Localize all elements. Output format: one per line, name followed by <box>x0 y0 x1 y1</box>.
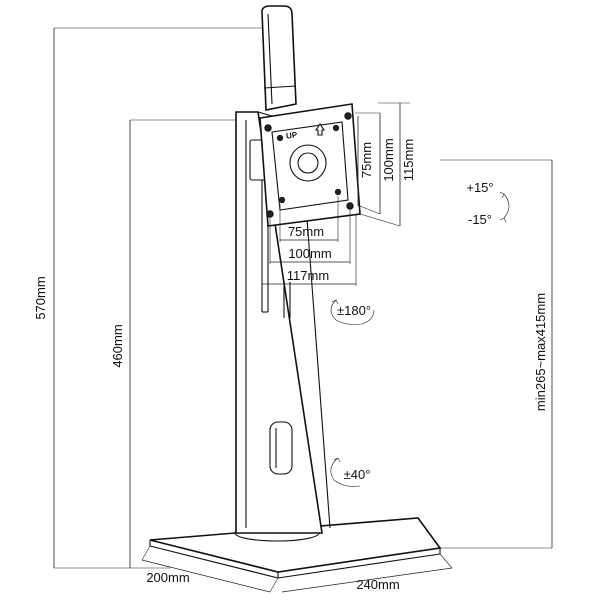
tilt-down-label: -15° <box>468 212 492 227</box>
base-width-label: 240mm <box>356 577 399 592</box>
stand-top-arm <box>261 5 297 111</box>
vesa-100-vertical-label: 100mm <box>381 138 396 181</box>
rotate-label: ±180° <box>337 303 371 318</box>
swivel-annotation: ±40° <box>330 457 371 487</box>
base-depth-label: 200mm <box>146 570 189 585</box>
vesa-75-horizontal-label: 75mm <box>288 224 324 239</box>
dim-pole-height: 460mm <box>110 120 131 568</box>
dim-vesa-vertical: 75mm 100mm 115mm <box>357 103 416 227</box>
vesa-75-vertical-label: 75mm <box>359 142 374 178</box>
up-mark: UP <box>286 130 299 141</box>
plate-width-label: 117mm <box>287 268 329 283</box>
dim-total-height: 570mm <box>33 28 55 568</box>
rotate-arrow-icon <box>330 299 375 325</box>
swivel-arrow-icon <box>330 457 361 487</box>
pole-height-label: 460mm <box>110 324 125 367</box>
extension-lines <box>54 27 552 569</box>
dim-base-width: 240mm <box>281 553 453 593</box>
tilt-up-label: +15° <box>466 180 493 195</box>
vesa-100-horizontal-label: 100mm <box>288 246 331 261</box>
swivel-label: ±40° <box>344 467 371 482</box>
dim-height-range: min265~max415mm <box>533 160 553 548</box>
dim-base-depth: 200mm <box>141 545 279 593</box>
rotate-annotation: ±180° <box>330 299 375 325</box>
vesa-plate: UP <box>259 103 361 227</box>
total-height-label: 570mm <box>33 276 48 319</box>
up-arrow-icon <box>314 123 326 136</box>
height-range-label: min265~max415mm <box>533 293 548 411</box>
stand-column <box>235 111 331 534</box>
tilt-annotation: +15° -15° <box>466 180 510 227</box>
dim-vesa-horizontal: 75mm 100mm 117mm <box>261 196 357 286</box>
tilt-arrow-icon <box>503 193 510 219</box>
plate-height-label: 115mm <box>401 139 416 181</box>
